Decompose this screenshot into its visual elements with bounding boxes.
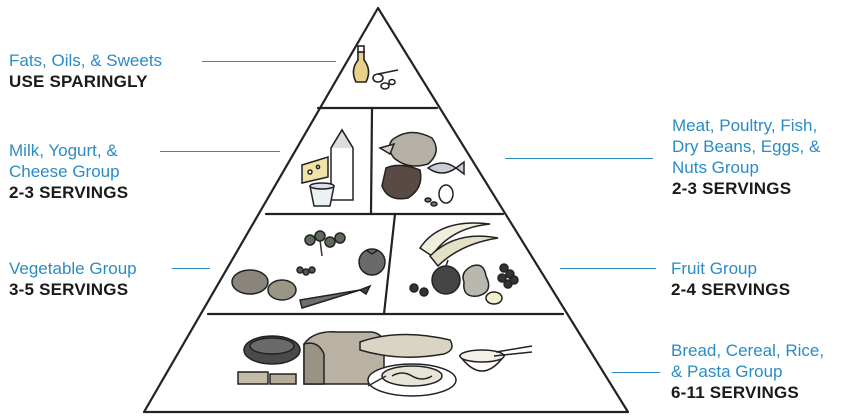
bread-name-line-2: & Pasta Group [671, 361, 824, 382]
broccoli-icon [305, 231, 345, 256]
fats-label: Fats, Oils, & Sweets USE SPARINGLY [9, 50, 162, 92]
grapes-icon [498, 264, 518, 288]
fats-connector [202, 61, 336, 62]
milk-name-line-1: Milk, Yogurt, & [9, 140, 128, 161]
bread-connector [612, 372, 660, 373]
milk-label: Milk, Yogurt, & Cheese Group 2-3 SERVING… [9, 140, 128, 203]
apple-icon [432, 260, 460, 294]
bread-name-line-1: Bread, Cereal, Rice, [671, 340, 824, 361]
fruit-connector [560, 268, 656, 269]
meat-servings: 2-3 SERVINGS [672, 178, 820, 199]
chicken-icon [380, 132, 436, 166]
tomato-icon [359, 249, 385, 275]
cheese-icon [302, 157, 328, 183]
lemon-icon [486, 292, 502, 304]
milk-illustration [302, 130, 353, 206]
banana-icon [420, 223, 498, 266]
fats-name: Fats, Oils, & Sweets [9, 50, 162, 71]
meat-illustration [380, 132, 464, 206]
milk-carton-icon [331, 130, 353, 200]
crackers-icon [238, 372, 296, 384]
yogurt-cup-icon [310, 183, 334, 206]
pasta-plate-icon [368, 364, 456, 396]
pear-icon [463, 265, 489, 296]
vegetable-illustration [232, 231, 385, 308]
fish-icon [428, 162, 464, 174]
meat-name-line-3: Nuts Group [672, 157, 820, 178]
fruit-label: Fruit Group 2-4 SERVINGS [671, 258, 790, 300]
baguette-icon [360, 334, 452, 357]
tier-split-2 [371, 108, 372, 214]
vegetable-label: Vegetable Group 3-5 SERVINGS [9, 258, 137, 300]
cherries-icon [410, 284, 428, 296]
meat-name-line-2: Dry Beans, Eggs, & [672, 136, 820, 157]
carrot-icon [300, 286, 370, 308]
peas-icon [297, 267, 315, 275]
oil-bottle-icon [353, 46, 368, 82]
roll-icon [244, 336, 300, 364]
bread-label: Bread, Cereal, Rice, & Pasta Group 6-11 … [671, 340, 824, 403]
fats-illustration [353, 46, 398, 89]
meat-label: Meat, Poultry, Fish, Dry Beans, Eggs, & … [672, 115, 820, 199]
rice-bowl-icon [460, 346, 532, 371]
potato-icon [232, 270, 296, 300]
vegetable-name: Vegetable Group [9, 258, 137, 279]
egg-icon [439, 185, 453, 203]
milk-name-line-2: Cheese Group [9, 161, 128, 182]
tier-split-3 [384, 214, 395, 314]
bread-illustration [238, 332, 532, 396]
vegetable-connector [172, 268, 210, 269]
steak-icon [382, 165, 421, 198]
vegetable-servings: 3-5 SERVINGS [9, 279, 137, 300]
milk-connector [160, 151, 280, 152]
fats-servings: USE SPARINGLY [9, 71, 162, 92]
beans-icon [425, 198, 437, 206]
fruit-illustration [410, 223, 518, 304]
fruit-servings: 2-4 SERVINGS [671, 279, 790, 300]
bread-servings: 6-11 SERVINGS [671, 382, 824, 403]
meat-connector [505, 158, 653, 159]
measuring-spoons-icon [373, 70, 398, 89]
fruit-name: Fruit Group [671, 258, 790, 279]
meat-name-line-1: Meat, Poultry, Fish, [672, 115, 820, 136]
milk-servings: 2-3 SERVINGS [9, 182, 128, 203]
